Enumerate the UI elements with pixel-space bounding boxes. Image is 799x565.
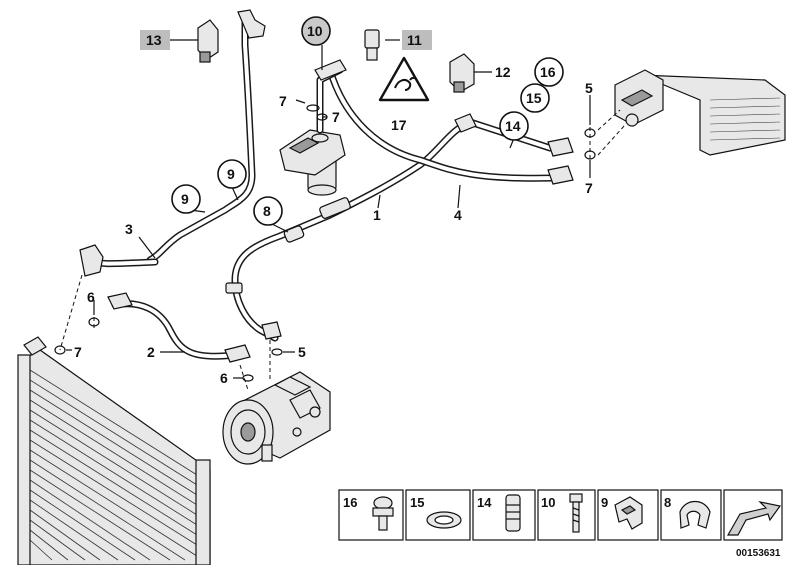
seal-ring-icon bbox=[426, 511, 462, 529]
bracket-clip-icon bbox=[679, 500, 711, 529]
reference-code: 00153631 bbox=[736, 548, 781, 559]
legend-item-8 bbox=[660, 489, 722, 541]
refrigerant-lines bbox=[86, 11, 559, 360]
legend-num-15: 15 bbox=[410, 495, 424, 510]
switch-11 bbox=[364, 29, 380, 61]
callout-15: 15 bbox=[526, 90, 542, 106]
legend-num-10: 10 bbox=[541, 495, 555, 510]
evaporator bbox=[614, 69, 786, 156]
callout-3: 3 bbox=[125, 221, 133, 237]
valve-cap-icon bbox=[505, 494, 521, 532]
callout-6a: 6 bbox=[87, 289, 95, 305]
callout-6b: 6 bbox=[220, 370, 228, 386]
callout-1: 1 bbox=[373, 207, 381, 223]
callout-7b: 7 bbox=[332, 109, 340, 125]
parts-legend: 16 15 14 10 bbox=[338, 489, 783, 559]
legend-num-16: 16 bbox=[343, 495, 357, 510]
callout-16: 16 bbox=[540, 64, 556, 80]
callout-8: 8 bbox=[263, 203, 271, 219]
callout-7c: 7 bbox=[74, 344, 82, 360]
assembly-guide-lines bbox=[59, 109, 626, 391]
arrow-symbol-icon bbox=[726, 501, 782, 536]
callout-7d: 7 bbox=[585, 180, 593, 196]
callout-11: 11 bbox=[407, 32, 422, 48]
screw-icon bbox=[569, 493, 583, 533]
legend-item-10 bbox=[537, 489, 596, 541]
callout-10: 10 bbox=[307, 23, 323, 39]
callout-9a: 9 bbox=[181, 191, 189, 207]
legend-num-8: 8 bbox=[664, 495, 671, 510]
legend-item-14 bbox=[472, 489, 536, 541]
callout-17: 17 bbox=[391, 117, 407, 133]
compressor bbox=[222, 371, 331, 465]
pressure-sensor-13 bbox=[197, 19, 219, 63]
receiver-drier bbox=[279, 129, 346, 196]
callout-12: 12 bbox=[495, 64, 511, 80]
valve-12 bbox=[449, 53, 475, 93]
bolt-icon bbox=[372, 496, 394, 531]
clip-icon bbox=[614, 496, 643, 530]
callout-14: 14 bbox=[505, 118, 521, 134]
condenser bbox=[17, 336, 211, 565]
legend-num-9: 9 bbox=[601, 495, 608, 510]
callout-5a: 5 bbox=[298, 344, 306, 360]
legend-num-14: 14 bbox=[477, 495, 492, 510]
callouts: 13 10 11 12 16 15 14 17 7 7 5 7 9 9 8 1 … bbox=[74, 16, 593, 386]
callout-2: 2 bbox=[147, 344, 155, 360]
callout-4: 4 bbox=[454, 207, 462, 223]
hose-fittings bbox=[79, 9, 574, 363]
warning-label-17 bbox=[378, 56, 430, 102]
callout-13: 13 bbox=[146, 32, 162, 48]
callout-5b: 5 bbox=[585, 80, 593, 96]
callout-7a: 7 bbox=[279, 93, 287, 109]
callout-9b: 9 bbox=[227, 166, 235, 182]
